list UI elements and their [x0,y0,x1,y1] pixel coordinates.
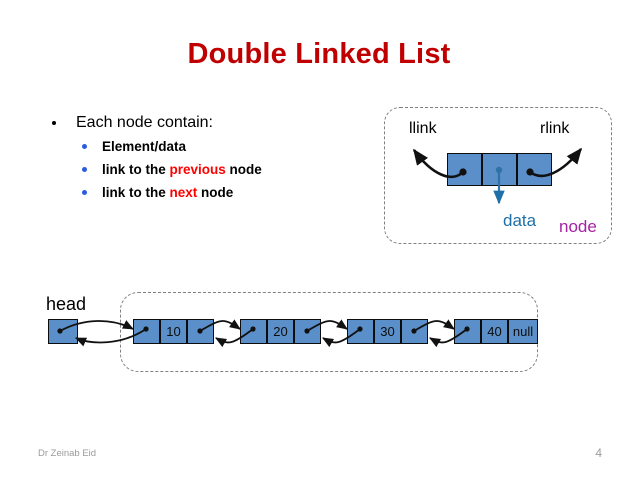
llink-label: llink [409,120,437,137]
head-label: head [46,294,87,314]
list-node-1-data [160,319,187,344]
bullet-text-highlight: next [169,185,198,200]
footer-author: Dr Zeinab Eid [38,448,97,459]
list-node-4-value: 40 [487,324,502,339]
list-node-2-value: 20 [273,324,288,339]
list-node-3-next [401,319,428,344]
bullet-text-highlight: previous [169,162,226,177]
list-node-4-terminator: null [512,324,534,339]
list-node-1-prev [133,319,160,344]
list-node-4-next [508,319,538,344]
bullet-level2-item: Element/data [48,138,378,156]
node-detail-panel [384,107,612,244]
footer-page-number: 4 [595,446,602,460]
list-node-2-next [294,319,321,344]
list-node-3-data [374,319,401,344]
list-node-1-value: 10 [166,324,181,339]
bullet-dot-icon [82,144,87,149]
bullet-text-pre: Element/data [102,139,187,154]
bullet-text-post: node [197,185,234,200]
node-cell-rlink [517,153,552,186]
page-title: Double Linked List [187,38,451,70]
list-node-4-prev [454,319,481,344]
list-node-1-next [187,319,214,344]
bullet-level1-label: Each node contain: [76,114,213,131]
rlink-label: rlink [540,120,570,137]
node-cell-llink [447,153,482,186]
head-pointer-cell [48,319,78,344]
bullet-dot-icon [52,121,56,125]
list-node-2-data [267,319,294,344]
list-node-2-prev [240,319,267,344]
bullet-dot-icon [82,190,87,195]
bullet-text-pre: link to the [102,162,170,177]
bullet-level2-item: link to the previous node [48,161,378,179]
list-node-3-prev [347,319,374,344]
bullet-list: Each node contain: Element/data link to … [48,114,378,207]
bullet-level1: Each node contain: [48,114,378,132]
bullet-level2-item: link to the next node [48,184,378,202]
data-label: data [503,211,537,230]
list-node-3-value: 30 [380,324,395,339]
bullet-text-pre: link to the [102,185,170,200]
list-node-4-data [481,319,508,344]
node-label: node [559,217,597,236]
node-cell-data [482,153,517,186]
bullet-dot-icon [82,167,87,172]
bullet-text-post: node [225,162,262,177]
